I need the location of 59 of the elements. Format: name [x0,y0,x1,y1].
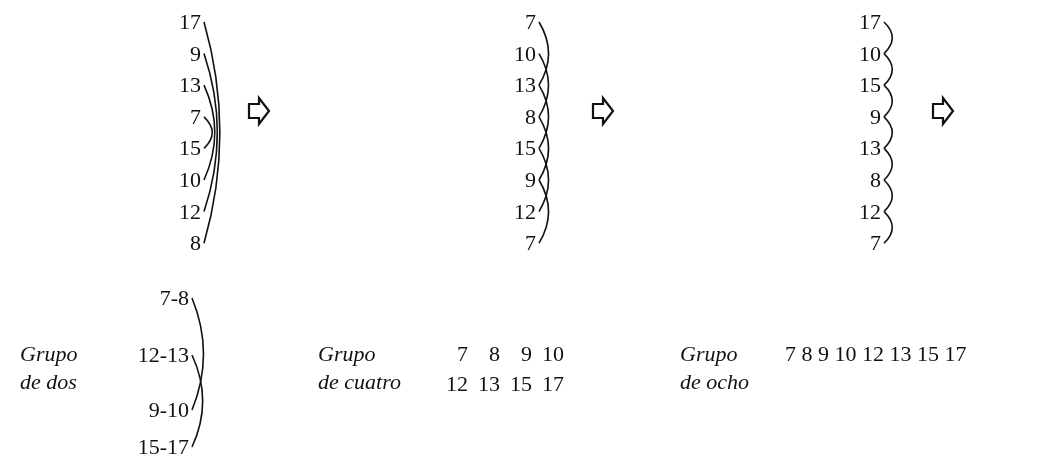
number: 9 [849,104,881,129]
number: 13 [504,73,536,98]
table-cell-text: 13 [477,370,500,398]
comparison-arc [191,354,204,448]
comparison-arc [538,84,550,150]
group-label: Grupo de cuatro [318,340,401,396]
number: 8 [169,231,201,256]
comparison-arc [883,84,894,118]
table-cell-text: 7 [456,340,468,368]
number: 17 [169,10,201,34]
table-cell-text: 9 [520,340,532,368]
number: 7-8 [127,286,189,310]
number: 15 [504,136,536,161]
comparison-arc [538,147,550,213]
number: 12 [849,199,881,224]
comparison-arc [203,21,221,244]
comparison-arc [538,116,550,181]
comparison-arc [883,210,894,244]
comparison-arc [883,52,894,86]
number: 12 [169,199,201,224]
number: 10 [169,168,201,192]
comparison-arc [883,147,894,181]
comparison-arc [191,297,205,411]
number: 8 [849,168,881,192]
number: 10 [849,41,881,66]
comparison-arc [538,21,550,86]
number: 13 [169,73,201,98]
number: 9-10 [127,398,189,422]
comparison-arc [538,179,550,244]
group-label: Grupo de ocho [680,340,750,396]
table-cell-text: 15 [509,370,532,398]
comparison-arc [203,116,214,150]
number: 7 [169,104,201,129]
group-label: Grupo de dos [20,340,78,396]
number: 7 [504,10,536,34]
comparison-arc [883,21,894,55]
number: 15 [849,73,881,98]
number: 12-13 [127,343,189,367]
number: 17 [849,10,881,34]
number: 13 [849,136,881,161]
number: 7 [504,231,536,256]
comparison-arc [883,116,894,150]
table-cell-text: 17 [541,370,564,398]
number: 9 [504,168,536,192]
number: 15-17 [127,435,189,459]
number-sequence: 7 8 9 10 12 13 15 17 [785,340,967,368]
comparison-arc [203,52,219,213]
number: 12 [504,199,536,224]
table-cell-text: 12 [445,370,468,398]
comparison-arc [883,179,894,213]
table-cell-text: 10 [541,340,564,368]
number: 8 [504,104,536,129]
comparison-arc [538,52,550,118]
number: 15 [169,136,201,161]
number: 10 [504,41,536,66]
number: 9 [169,41,201,66]
table-cell-text: 8 [488,340,500,368]
number: 7 [849,231,881,256]
comparison-arc [203,84,216,181]
